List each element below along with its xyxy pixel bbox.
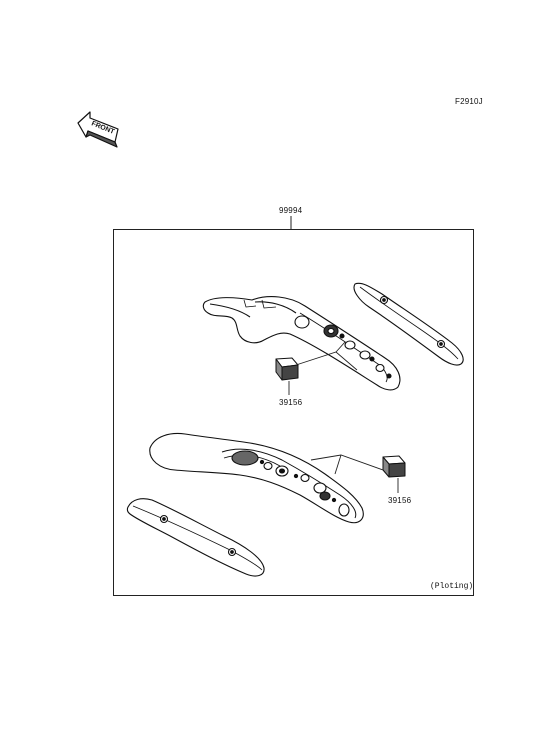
finish-note: (Ploting) xyxy=(430,582,474,591)
lower-plate-part xyxy=(126,498,265,577)
kit-frame xyxy=(113,229,474,596)
part-number-upper-pad: 39156 xyxy=(279,398,303,407)
front-arrow-icon: FRONT xyxy=(77,111,119,148)
upper-pad-leaders xyxy=(288,341,358,395)
part-number-lower-pad: 39156 xyxy=(388,496,412,505)
lower-bracket-part xyxy=(149,432,364,524)
lower-pad-leaders xyxy=(310,454,399,493)
upper-bracket-part xyxy=(202,296,401,391)
diagram-code: F2910J xyxy=(455,97,483,106)
kit-part-number: 99994 xyxy=(279,206,303,215)
upper-pad-part xyxy=(275,357,299,381)
lower-pad-part xyxy=(382,455,406,478)
upper-plate-part xyxy=(353,282,464,366)
